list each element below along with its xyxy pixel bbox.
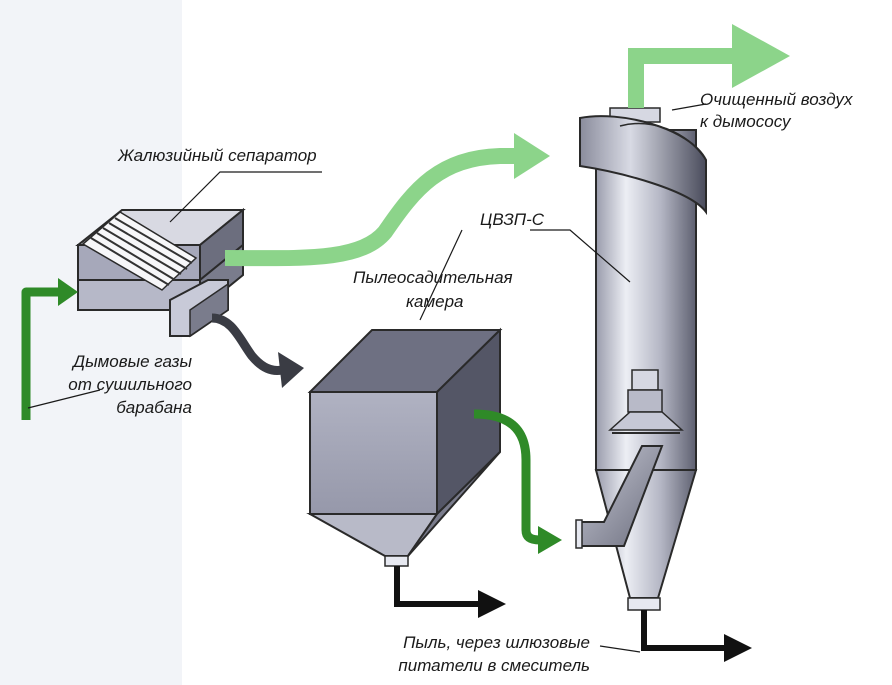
cleaned-air-outlet-arrow xyxy=(628,24,790,108)
separator-to-chamber-arrow xyxy=(211,313,304,388)
separator-to-cyclone-arrow xyxy=(224,133,550,267)
flue-gas-label-line3: барабана xyxy=(116,398,192,417)
clean-air-label-line1: Очищенный воздух xyxy=(700,90,853,109)
cyclone-label: ЦВЗП-С xyxy=(480,210,545,229)
settling-chamber-label-line1: Пылеосадительная xyxy=(353,268,513,287)
chamber-dust-arrow xyxy=(394,566,506,618)
clean-air-label-line2: к дымососу xyxy=(700,112,791,131)
flue-gas-label-line2: от сушильного xyxy=(68,375,192,394)
dust-label-line1: Пыль, через шлюзовые xyxy=(403,633,590,652)
settling-chamber xyxy=(306,327,503,567)
flue-gas-label-line1: Дымовые газы xyxy=(73,352,192,371)
settling-chamber-label-line2: камера xyxy=(406,292,464,311)
separator-label: Жалюзийный сепаратор xyxy=(118,146,317,165)
dust-label-line2: питатели в смеситель xyxy=(398,656,590,675)
cyclone-tsvzp-s xyxy=(575,107,707,611)
flue-gas-inlet-arrow xyxy=(21,278,78,420)
cyclone-dust-arrow xyxy=(641,610,752,662)
chamber-to-cyclone-arrow xyxy=(473,409,562,554)
label-leader-lines xyxy=(27,103,707,653)
